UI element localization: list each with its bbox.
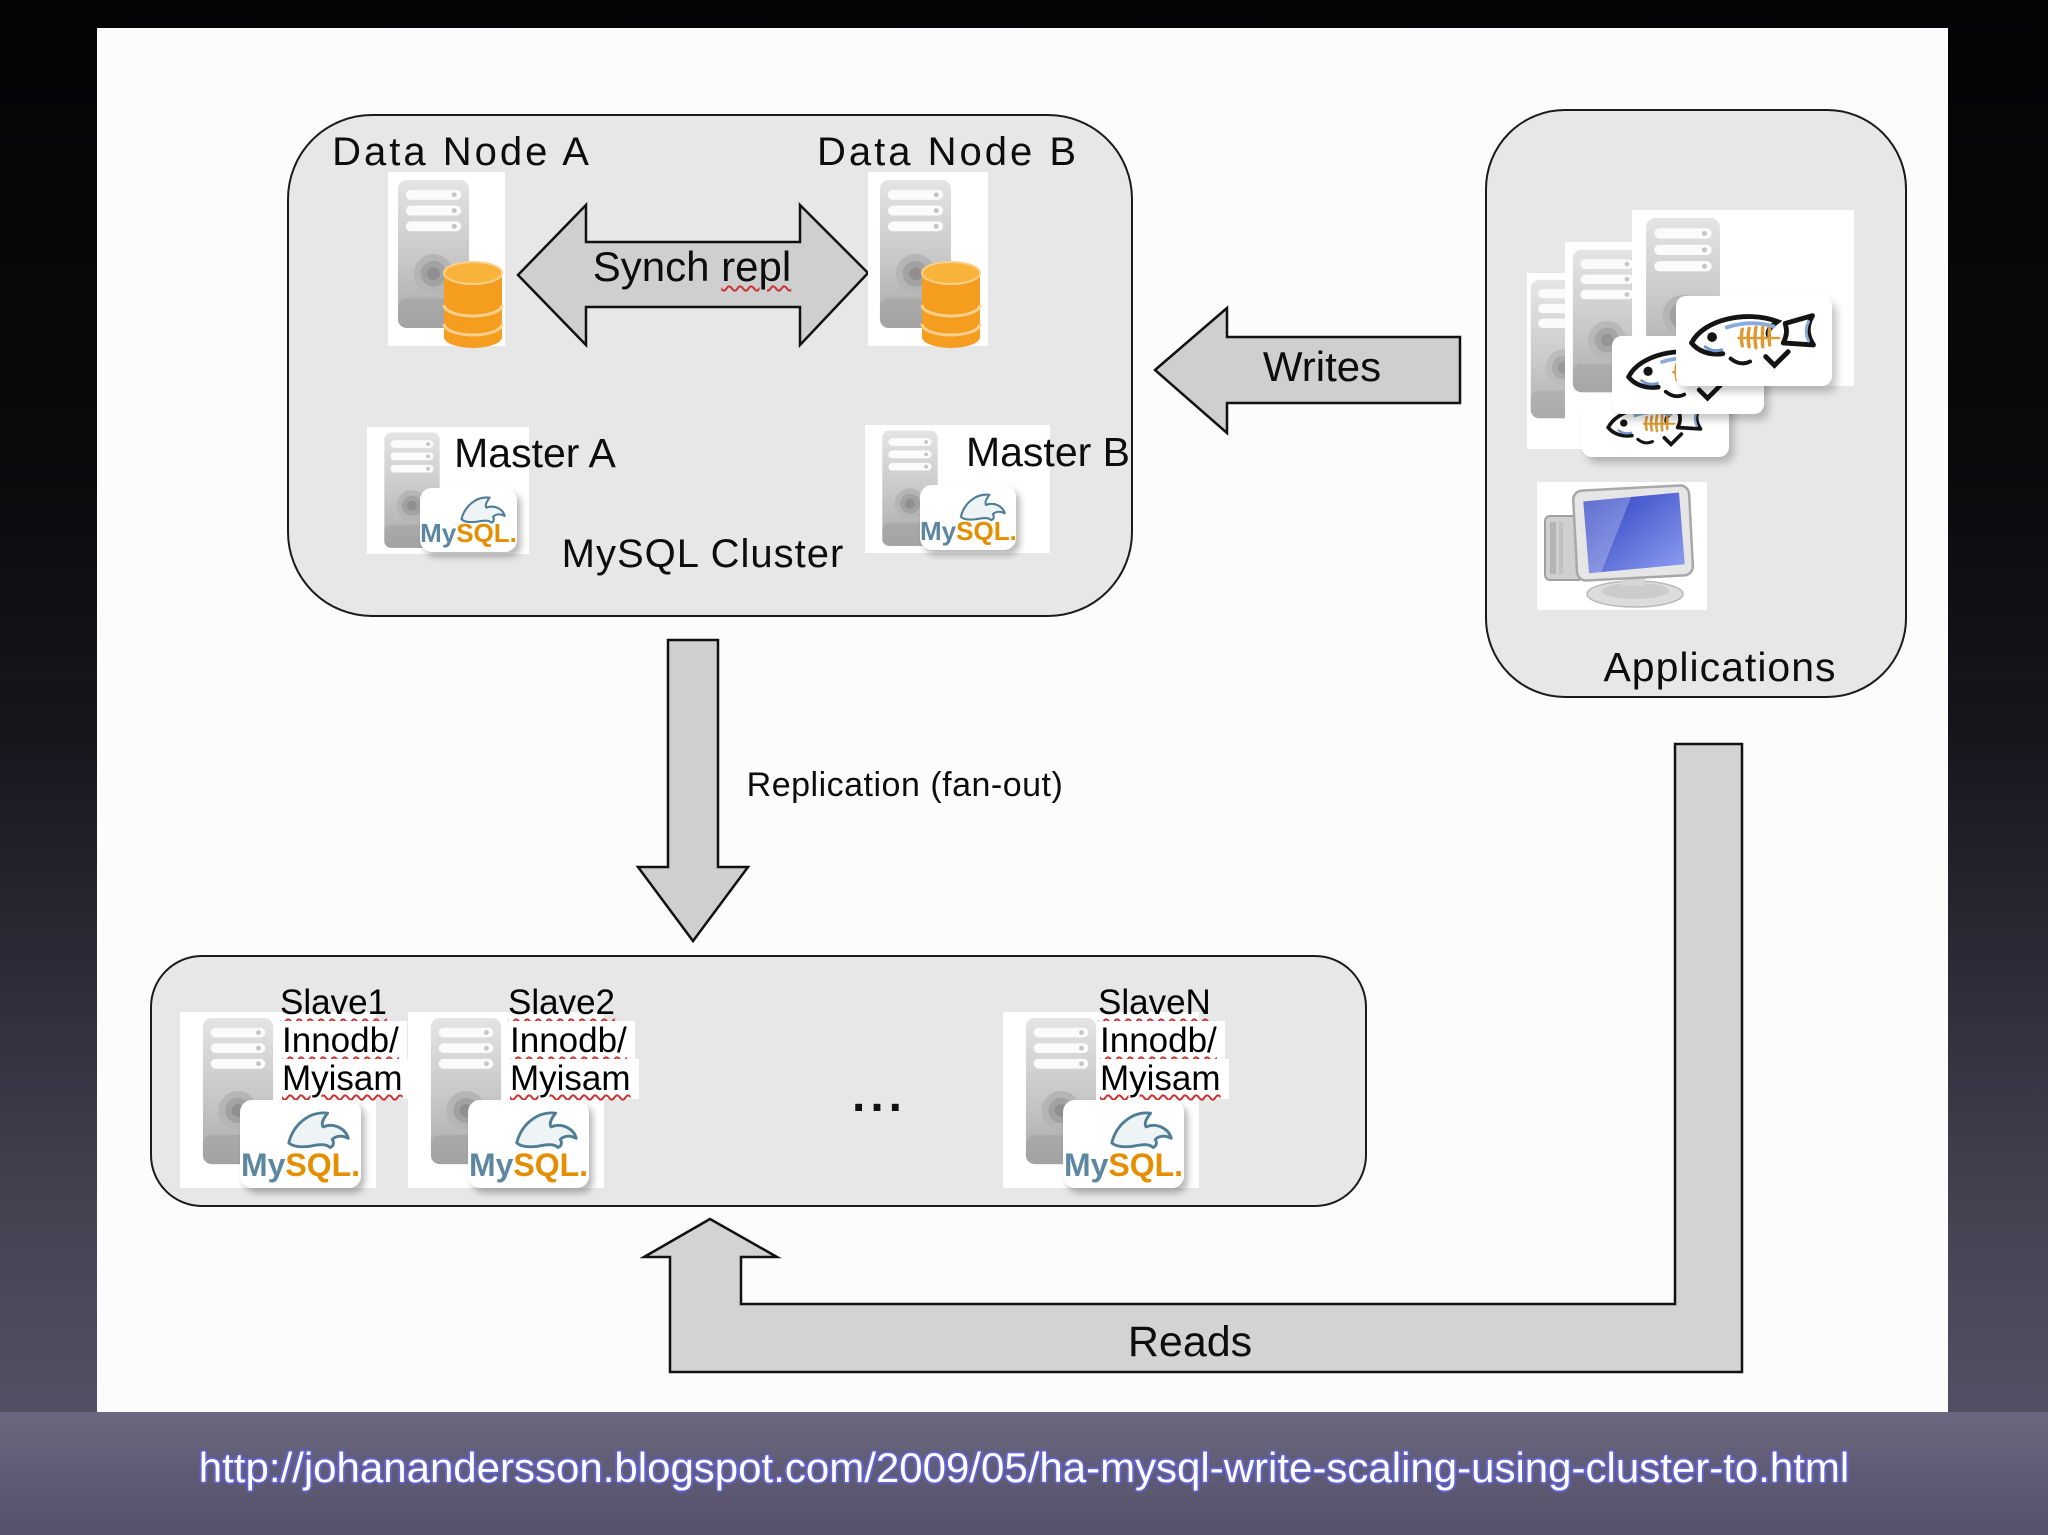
slaves-ellipsis: ...	[852, 1069, 908, 1122]
mysql-logo: MySQL.	[468, 1100, 589, 1188]
mysql-wordmark: MySQL.	[420, 517, 517, 548]
slave2-label: Slave2 Innodb/ Myisam	[508, 984, 639, 1099]
mysql-cluster-title: MySQL Cluster	[561, 532, 845, 576]
mysql-logo: MySQL.	[920, 485, 1017, 550]
mysql-wordmark: MySQL.	[240, 1146, 361, 1183]
writes-label: Writes	[1262, 343, 1382, 390]
glassfish-card-front	[1676, 296, 1832, 386]
slave1-label: Slave1 Innodb/ Myisam	[280, 984, 411, 1099]
mysql-wordmark: MySQL.	[1063, 1146, 1184, 1183]
database-cylinder-icon	[918, 260, 984, 352]
source-url: http://johanandersson.blogspot.com/2009/…	[198, 1444, 1850, 1491]
slaveN-label: SlaveN Innodb/ Myisam	[1098, 984, 1229, 1099]
mysql-dolphin-icon	[281, 1104, 356, 1150]
replication-fanout-label: Replication (fan-out)	[746, 766, 1064, 804]
mysql-logo: MySQL.	[240, 1100, 361, 1188]
mysql-logo: MySQL.	[420, 488, 517, 552]
mysql-logo: MySQL.	[1063, 1100, 1184, 1188]
data-node-b-label: Data Node B	[816, 130, 1080, 174]
desktop-computer-icon	[1544, 484, 1695, 608]
data-node-a-label: Data Node A	[332, 130, 592, 174]
master-a-label: Master A	[454, 430, 616, 476]
mysql-wordmark: MySQL.	[468, 1146, 589, 1183]
mysql-dolphin-icon	[1104, 1104, 1179, 1150]
database-cylinder-icon	[440, 260, 506, 352]
reads-label: Reads	[1127, 1318, 1253, 1366]
desktop-computer-card	[1537, 482, 1707, 610]
applications-label: Applications	[1603, 644, 1837, 690]
footer-bar: http://johanandersson.blogspot.com/2009/…	[0, 1412, 2048, 1535]
master-b-label: Master B	[965, 429, 1131, 475]
mysql-dolphin-icon	[509, 1104, 584, 1150]
mysql-wordmark: MySQL.	[920, 515, 1017, 546]
synch-repl-label: Synch repl	[592, 243, 792, 290]
glassfish-fish-icon	[1676, 296, 1832, 386]
